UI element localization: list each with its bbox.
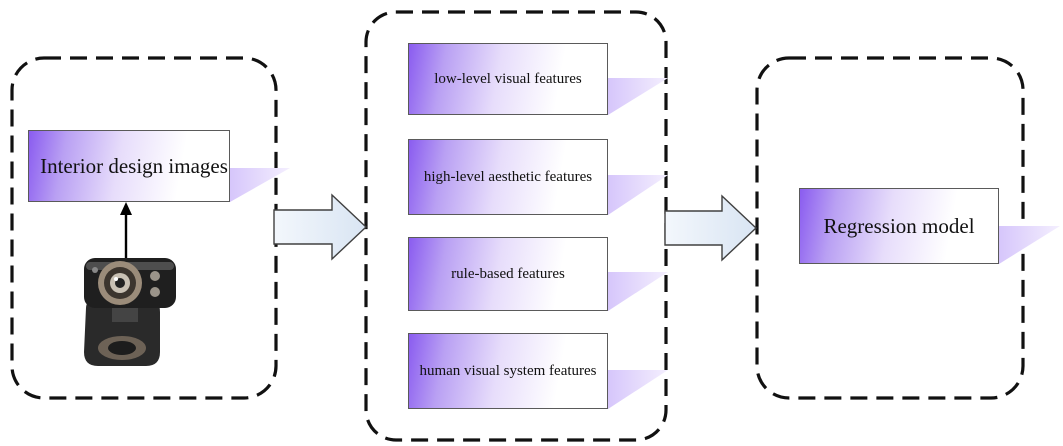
capture-arrow-head [120, 202, 132, 215]
feature-box-hvs: human visual system features [408, 333, 608, 409]
flow-arrow-1 [273, 193, 368, 261]
regression-model-label: Regression model [823, 213, 975, 238]
box-shadow-wedge [608, 78, 668, 115]
webcam-icon [84, 258, 176, 366]
box-shadow-wedge [608, 272, 668, 311]
box-shadow-wedge [230, 168, 290, 202]
box-shadow-wedge [608, 175, 668, 215]
flow-arrow-2 [664, 194, 758, 262]
feature-label: high-level aesthetic features [423, 168, 593, 185]
feature-label: low-level visual features [434, 70, 582, 87]
input-group-frame [10, 56, 278, 400]
feature-label: human visual system features [419, 362, 597, 379]
box-shadow-wedge [608, 370, 668, 409]
feature-box-low-level: low-level visual features [408, 43, 608, 115]
regression-model-box: Regression model [799, 188, 999, 264]
box-shadow-wedge [999, 226, 1060, 264]
input-images-box: Interior design images [28, 130, 230, 202]
feature-box-high-level: high-level aesthetic features [408, 139, 608, 215]
input-images-label: Interior design images [40, 153, 228, 178]
feature-label: rule-based features [451, 265, 565, 282]
feature-box-rule-based: rule-based features [408, 237, 608, 311]
